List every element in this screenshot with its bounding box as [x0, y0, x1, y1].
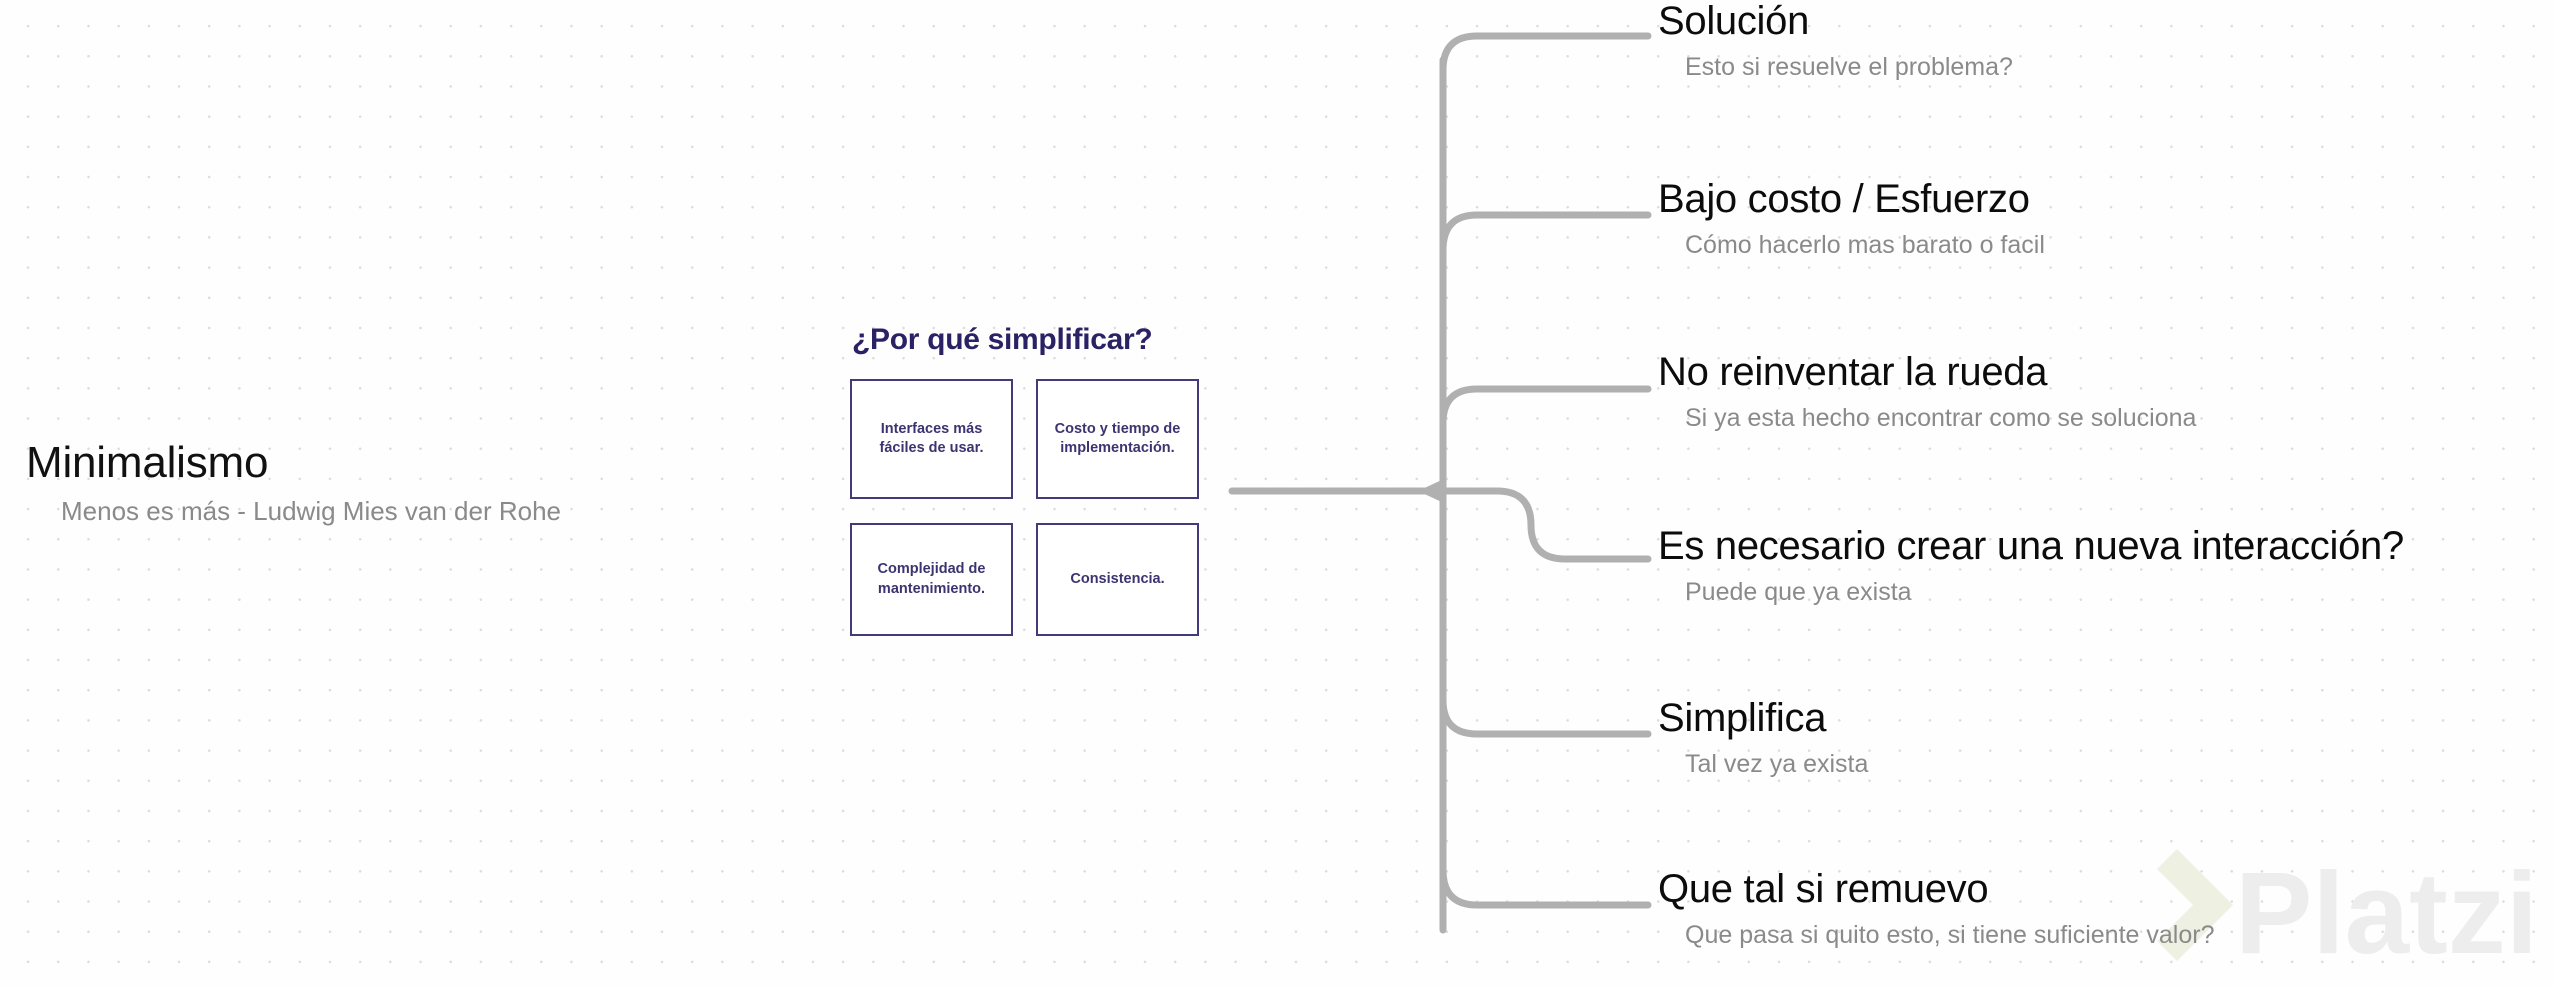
cluster-title: ¿Por qué simplificar?: [852, 323, 1153, 356]
cluster-box-consistencia[interactable]: Consistencia.: [1036, 523, 1199, 636]
branch-title: Es necesario crear una nueva interacción…: [1658, 524, 2404, 568]
branch-title: Solución: [1658, 0, 1810, 43]
connector-branch-2: [1439, 385, 1652, 427]
branch-subtitle: Que pasa si quito esto, si tiene suficie…: [1685, 921, 2215, 949]
cluster-box-grid: Interfaces más fáciles de usar. Costo y …: [850, 379, 1199, 636]
cluster-box-label: Interfaces más fáciles de usar.: [879, 420, 984, 456]
branch-node-que-tal-si-remuevo[interactable]: Que tal si remuevo Que pasa si quito est…: [1658, 868, 2214, 950]
branch-subtitle: Cómo hacerlo mas barato o facil: [1685, 231, 2045, 259]
cluster-box-complejidad[interactable]: Complejidad de mantenimiento.: [850, 523, 1013, 636]
branch-subtitle: Si ya esta hecho encontrar como se soluc…: [1685, 404, 2197, 432]
branch-subtitle: Puede que ya exista: [1685, 578, 1912, 606]
branch-subtitle: Esto si resuelve el problema?: [1685, 53, 2013, 81]
cluster-box-costo[interactable]: Costo y tiempo de implementación.: [1036, 379, 1199, 499]
branch-node-nueva-interaccion[interactable]: Es necesario crear una nueva interacción…: [1658, 525, 2404, 607]
connector-branch-3: [1439, 487, 1652, 563]
branch-node-simplifica[interactable]: Simplifica Tal vez ya exista: [1658, 697, 1868, 779]
cluster-box-label: Complejidad de mantenimiento.: [877, 561, 986, 597]
platzi-wordmark: Platzi: [2235, 848, 2538, 978]
connector-branch-1: [1439, 211, 1652, 254]
connector-branch-5: [1439, 866, 1652, 909]
root-node-title: Minimalismo: [26, 438, 269, 487]
branch-node-bajo-costo[interactable]: Bajo costo / Esfuerzo Cómo hacerlo mas b…: [1658, 178, 2045, 260]
branch-title: Que tal si remuevo: [1658, 867, 1989, 911]
branch-title: No reinventar la rueda: [1658, 350, 2048, 394]
cluster-box-label: Costo y tiempo de implementación.: [1054, 420, 1181, 456]
center-cluster: ¿Por qué simplificar? Interfaces más fác…: [850, 323, 1199, 636]
junction-arrow-icon: [1418, 478, 1446, 504]
connector-branch-4: [1439, 696, 1652, 738]
branch-title: Simplifica: [1658, 696, 1827, 740]
branch-node-solucion[interactable]: Solución Esto si resuelve el problema?: [1658, 0, 2013, 82]
connector-branch-0: [1439, 32, 1652, 74]
cluster-box-label: Consistencia.: [1070, 570, 1165, 587]
cluster-box-interfaces[interactable]: Interfaces más fáciles de usar.: [850, 379, 1013, 499]
root-node-subtitle: Menos es más - Ludwig Mies van der Rohe: [61, 495, 562, 526]
branch-subtitle: Tal vez ya exista: [1685, 750, 1869, 778]
root-node[interactable]: Minimalismo Menos es más - Ludwig Mies v…: [26, 438, 562, 527]
branch-title: Bajo costo / Esfuerzo: [1658, 177, 2030, 221]
branch-node-no-reinventar[interactable]: No reinventar la rueda Si ya esta hecho …: [1658, 351, 2196, 433]
